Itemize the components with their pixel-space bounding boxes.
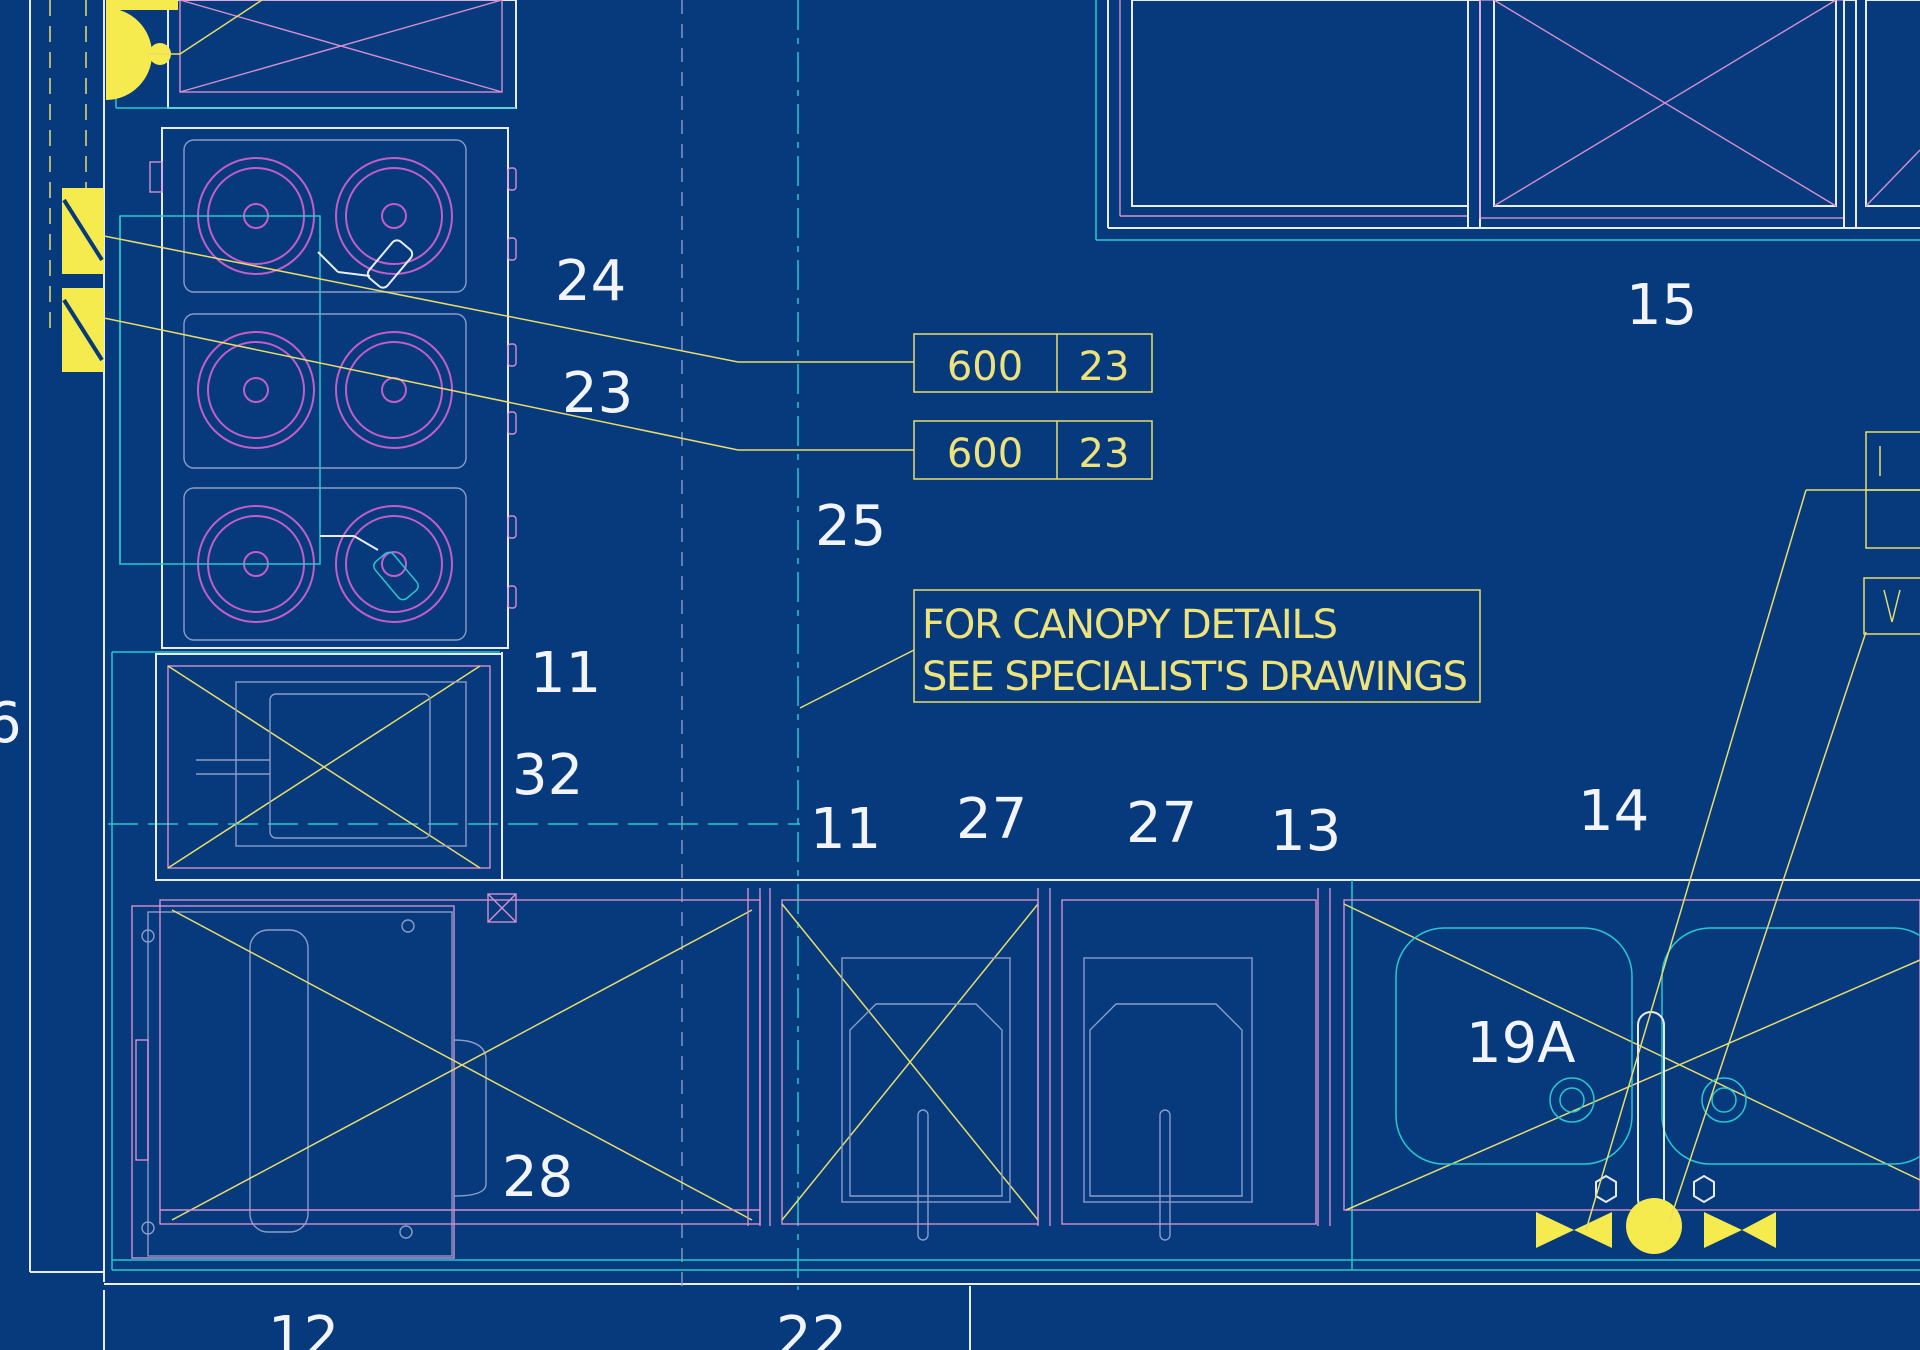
item-label: 14 <box>1578 779 1649 844</box>
item-label: 6 <box>0 691 22 756</box>
item-label: 25 <box>815 494 886 559</box>
item-label: 23 <box>562 361 633 426</box>
item-label: 32 <box>512 743 583 808</box>
ignition-torch-icon <box>317 239 419 601</box>
item-label: 13 <box>1270 799 1341 864</box>
wall-outlet-icons <box>62 188 104 372</box>
sink-bowl <box>1395 927 1920 1165</box>
canopy-note: FOR CANOPY DETAILS SEE SPECIALIST'S DRAW… <box>913 589 1481 703</box>
item-label: 19A <box>1466 1011 1576 1076</box>
mixer-tap-icon <box>1536 1011 1776 1254</box>
fryer-unit <box>111 651 1920 1270</box>
item-labels: 24 23 25 15 11 32 11 27 27 13 14 19A 28 … <box>0 249 1697 1350</box>
control-knob-icon <box>507 167 517 609</box>
top-left-unit <box>115 0 517 109</box>
partial-tags <box>1863 431 1920 635</box>
item-label: 15 <box>1626 273 1697 338</box>
tag-ref-text: 23 <box>1079 344 1130 390</box>
item-label: 27 <box>956 787 1027 852</box>
note-line-2: SEE SPECIALIST'S DRAWINGS <box>922 654 1468 700</box>
burner-ring <box>197 157 453 623</box>
item-label: 27 <box>1126 791 1197 856</box>
item-label: 22 <box>776 1305 847 1350</box>
gas-valve-icon <box>106 0 263 100</box>
item-label: 24 <box>555 249 626 314</box>
note-line-1: FOR CANOPY DETAILS <box>922 602 1338 648</box>
leader-lines <box>103 235 1920 1231</box>
item-label: 11 <box>810 797 881 862</box>
size-tag: 600 23 <box>913 420 1153 480</box>
tag-size-text: 600 <box>947 431 1023 477</box>
size-tag: 600 23 <box>913 333 1153 393</box>
counter-item-15 <box>1095 0 1920 241</box>
tag-ref-text: 23 <box>1079 431 1130 477</box>
lower-counter-run <box>112 880 1920 1271</box>
item-label: 28 <box>502 1145 573 1210</box>
six-burner-range <box>119 127 517 649</box>
item-label: 12 <box>268 1305 339 1350</box>
item-label: 11 <box>530 641 601 706</box>
tag-size-text: 600 <box>947 344 1023 390</box>
